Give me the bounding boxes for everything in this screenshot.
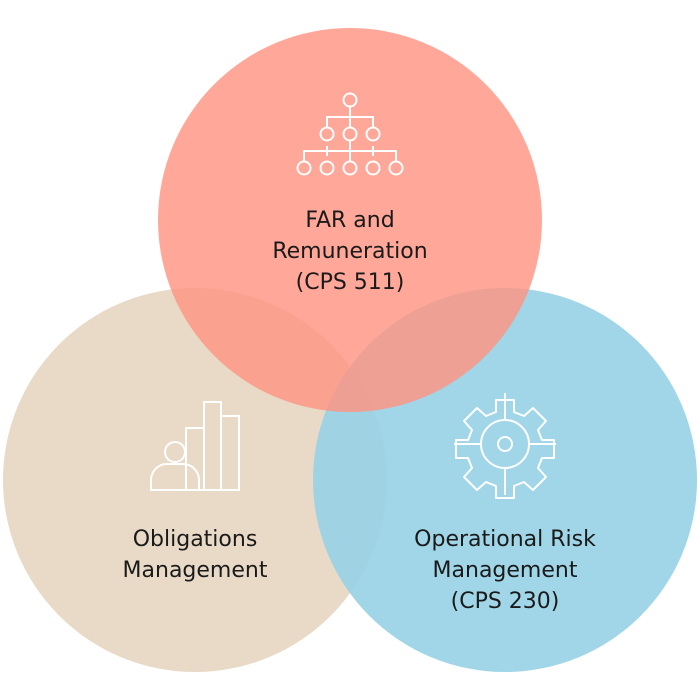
label-far: FAR and Remuneration (CPS 511) — [200, 205, 500, 298]
label-line: Remuneration — [272, 239, 428, 264]
label-line: Management — [122, 558, 268, 583]
person-bar-chart-icon — [150, 401, 240, 491]
label-line: FAR and — [305, 208, 395, 233]
org-chart-icon — [296, 92, 404, 176]
circle-far — [158, 28, 542, 412]
label-line: Operational Risk — [414, 527, 596, 552]
label-obligations: Obligations Management — [45, 524, 345, 586]
label-line: (CPS 511) — [295, 270, 405, 295]
label-line: (CPS 230) — [450, 589, 560, 614]
label-line: Obligations — [132, 527, 258, 552]
label-line: Management — [432, 558, 578, 583]
gear-icon — [454, 393, 556, 499]
label-oprisk: Operational Risk Management (CPS 230) — [355, 524, 655, 617]
